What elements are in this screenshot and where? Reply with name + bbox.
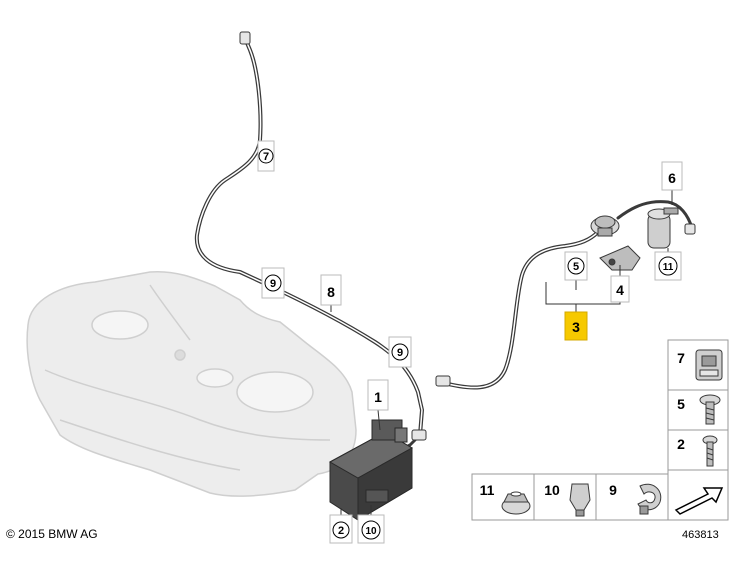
callout-1-label: 1 <box>374 389 382 405</box>
figure-number: 463813 <box>682 529 719 541</box>
valve-assembly <box>590 215 620 237</box>
parts-legend-right: 7 5 2 <box>667 339 729 521</box>
callout-7-upper: 7 <box>257 140 275 172</box>
valve-bracket <box>599 245 641 271</box>
fuel-tank <box>26 270 357 497</box>
callout-11-label: 11 <box>663 262 674 273</box>
callout-7-label: 7 <box>263 151 269 163</box>
callout-4-label: 4 <box>616 282 624 298</box>
clip-part-icon <box>695 349 723 381</box>
callout-8: 8 <box>320 274 342 306</box>
callout-8-label: 8 <box>327 284 335 300</box>
callout-10-label: 10 <box>365 526 377 537</box>
callout-5-label: 5 <box>573 261 579 273</box>
hose-connectors <box>239 31 696 441</box>
callout-4: 4 <box>610 275 630 303</box>
main-vent-pipe-inner <box>267 284 423 436</box>
screw-washer-icon <box>699 394 721 425</box>
callout-9-left-label: 9 <box>270 278 276 290</box>
callout-5-top: 5 <box>564 251 588 281</box>
parts-legend-bottom: 11 10 9 <box>471 473 669 521</box>
hose-clip-icon <box>637 483 662 515</box>
callout-1: 1 <box>367 379 389 411</box>
callout-2-label: 2 <box>338 525 344 537</box>
legend-right-label-2: 5 <box>677 396 685 412</box>
legend-bottom-label-2: 10 <box>544 482 560 498</box>
callout-2: 2 <box>329 514 353 544</box>
callout-6: 6 <box>661 161 683 191</box>
callout-9-right-label: 9 <box>397 347 403 359</box>
legend-bottom-label-3: 9 <box>609 482 617 498</box>
copyright-text: © 2015 BMW AG <box>6 527 98 541</box>
callout-3-highlight: 3 <box>564 311 588 341</box>
callout-11-top: 11 <box>654 251 682 281</box>
callout-9-right: 9 <box>388 336 412 368</box>
carbon-canister <box>328 419 414 521</box>
valve-connection-pipe-inner <box>439 231 599 389</box>
arrow-symbol-icon <box>674 487 724 515</box>
callout-10: 10 <box>357 514 385 544</box>
legend-right-label-1: 7 <box>677 350 685 366</box>
clip-nut-icon <box>569 483 591 517</box>
nut-icon <box>501 491 531 515</box>
screw-icon <box>702 435 718 467</box>
legend-right-label-3: 2 <box>677 436 685 452</box>
callout-6-label: 6 <box>668 170 676 186</box>
legend-bottom-label-1: 11 <box>480 482 495 498</box>
upper-vent-hose-inner <box>196 37 269 286</box>
sensor <box>647 207 679 249</box>
callout-9-left: 9 <box>261 267 285 299</box>
callout-3-label: 3 <box>572 319 580 335</box>
sensor-hose <box>616 200 694 230</box>
upper-vent-hose <box>194 36 270 287</box>
